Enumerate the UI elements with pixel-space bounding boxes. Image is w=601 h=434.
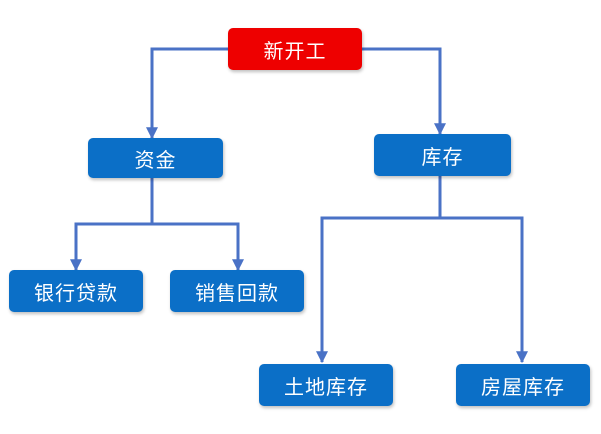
node-house-inventory: 房屋库存 — [456, 364, 590, 406]
connector-inventory-to-house — [440, 216, 528, 364]
connector-funds-to-sales-return — [152, 222, 244, 272]
node-sales-return: 销售回款 — [170, 270, 304, 312]
connector-root-to-funds — [146, 47, 228, 140]
node-bank-loan: 银行贷款 — [9, 270, 143, 312]
node-inventory: 库存 — [374, 134, 511, 176]
connector-inventory-to-land — [316, 216, 440, 364]
connector-root-to-inventory — [360, 47, 446, 136]
connector-funds-to-bank-loan — [70, 222, 152, 272]
node-funds: 资金 — [88, 138, 223, 178]
node-land-inventory: 土地库存 — [259, 364, 393, 406]
node-new-construction: 新开工 — [228, 28, 362, 70]
